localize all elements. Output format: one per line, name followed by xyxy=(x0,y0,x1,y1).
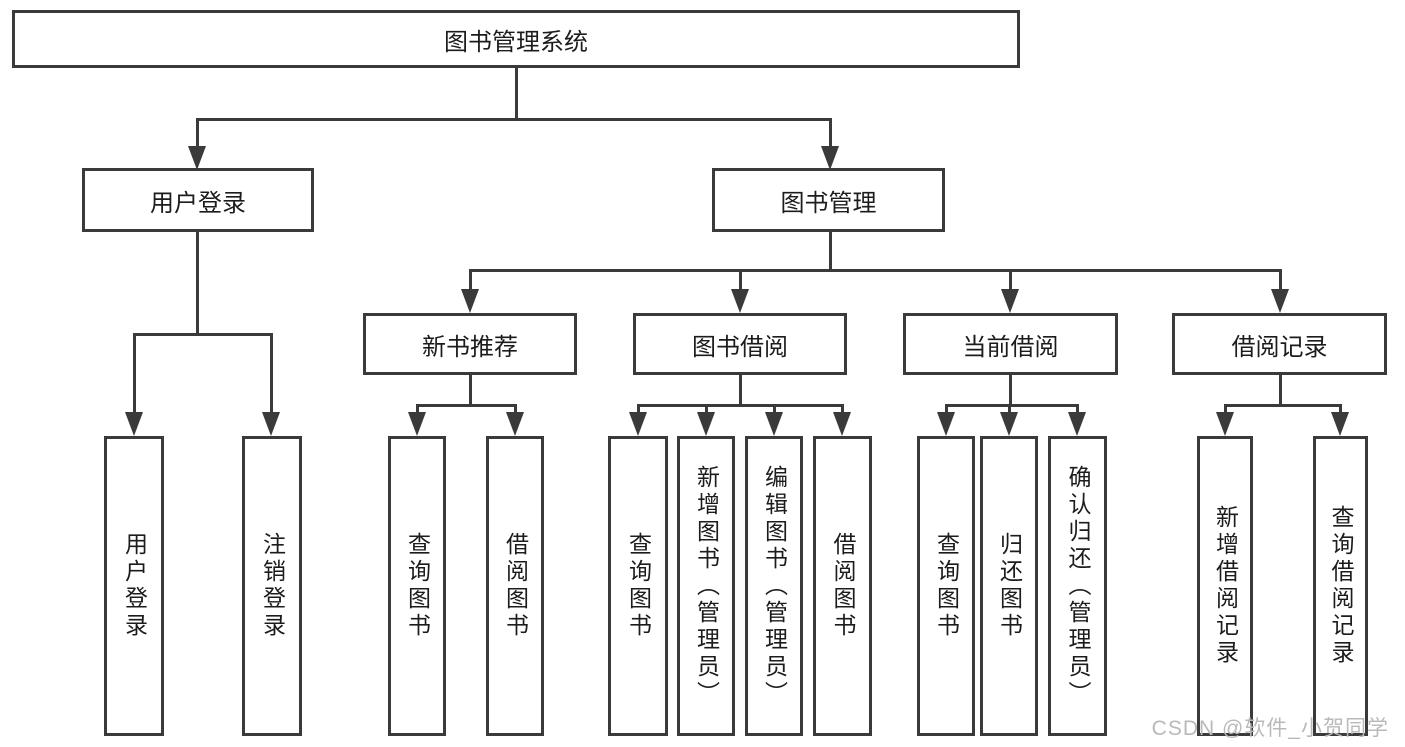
leaf-query-books-current: 查询图书 xyxy=(917,436,975,736)
connector-shaft xyxy=(773,404,776,416)
arrowhead-down-icon xyxy=(125,412,143,436)
arrowhead-down-icon xyxy=(731,289,749,313)
arrowhead-down-icon xyxy=(1001,289,1019,313)
node-book-management: 图书管理 xyxy=(712,168,945,232)
connector-shaft xyxy=(705,404,708,416)
arrowhead-down-icon xyxy=(821,146,839,170)
connector-bar xyxy=(1224,404,1342,407)
arrowhead-down-icon xyxy=(833,412,851,436)
connector-shaft xyxy=(739,269,742,291)
arrowhead-down-icon xyxy=(262,412,280,436)
node-book-borrow: 图书借阅 xyxy=(633,313,847,375)
connector-bar xyxy=(945,404,1079,407)
connector-shaft xyxy=(416,404,419,416)
leaf-return-books: 归还图书 xyxy=(980,436,1038,736)
connector-shaft xyxy=(637,404,640,416)
connector-shaft xyxy=(133,333,136,414)
node-borrow-records: 借阅记录 xyxy=(1172,313,1387,375)
connector-level1-bar xyxy=(196,118,832,121)
node-user-login: 用户登录 xyxy=(82,168,314,232)
leaf-query-books-recommend: 查询图书 xyxy=(388,436,446,736)
leaf-borrow-books: 借阅图书 xyxy=(813,436,872,736)
leaf-add-borrow-record: 新增借阅记录 xyxy=(1197,436,1253,736)
csdn-watermark: CSDN @软件_小贺同学 xyxy=(1151,717,1389,740)
arrowhead-down-icon xyxy=(629,412,647,436)
connector-shaft xyxy=(1339,404,1342,416)
node-library-management-system: 图书管理系统 xyxy=(12,10,1020,68)
leaf-borrow-books-recommend: 借阅图书 xyxy=(486,436,544,736)
arrowhead-down-icon xyxy=(937,412,955,436)
connector-shaft xyxy=(945,404,948,416)
connector-level3-bar xyxy=(469,269,1282,272)
arrowhead-down-icon xyxy=(188,146,206,170)
connector-shaft xyxy=(1076,404,1079,416)
arrowhead-down-icon xyxy=(1068,412,1086,436)
connector-shaft xyxy=(1008,404,1011,416)
arrowhead-down-icon xyxy=(1271,289,1289,313)
connector-stub xyxy=(1009,375,1012,407)
arrowhead-down-icon xyxy=(408,412,426,436)
leaf-add-book-admin: 新增图书（管理员） xyxy=(677,436,735,736)
connector-book-mgmt-stub xyxy=(829,232,832,272)
arrowhead-down-icon xyxy=(1216,412,1234,436)
connector-user-login-stub xyxy=(196,232,199,336)
connector-shaft xyxy=(469,269,472,291)
arrowhead-down-icon xyxy=(1000,412,1018,436)
leaf-user-login: 用户登录 xyxy=(104,436,164,736)
leaf-logout: 注销登录 xyxy=(242,436,302,736)
connector-shaft xyxy=(829,118,832,148)
arrowhead-down-icon xyxy=(765,412,783,436)
connector-stub xyxy=(739,375,742,407)
connector-shaft xyxy=(841,404,844,416)
connector-root-stub xyxy=(515,67,518,120)
arrowhead-down-icon xyxy=(506,412,524,436)
connector-bar xyxy=(416,404,517,407)
connector-shaft xyxy=(1279,269,1282,291)
connector-shaft xyxy=(1009,269,1012,291)
node-new-book-recommend: 新书推荐 xyxy=(363,313,577,375)
connector-bar xyxy=(637,404,844,407)
arrowhead-down-icon xyxy=(1331,412,1349,436)
connector-shaft xyxy=(270,333,273,414)
leaf-edit-book-admin: 编辑图书（管理员） xyxy=(745,436,803,736)
node-current-borrow: 当前借阅 xyxy=(903,313,1118,375)
connector-stub xyxy=(469,375,472,407)
arrowhead-down-icon xyxy=(461,289,479,313)
leaf-query-books-borrow: 查询图书 xyxy=(608,436,668,736)
leaf-query-borrow-record: 查询借阅记录 xyxy=(1313,436,1368,736)
arrowhead-down-icon xyxy=(697,412,715,436)
connector-shaft xyxy=(196,118,199,148)
connector-stub xyxy=(1279,375,1282,407)
connector-user-login-bar xyxy=(133,333,273,336)
connector-shaft xyxy=(1224,404,1227,416)
connector-shaft xyxy=(514,404,517,416)
leaf-confirm-return-admin: 确认归还（管理员） xyxy=(1048,436,1107,736)
